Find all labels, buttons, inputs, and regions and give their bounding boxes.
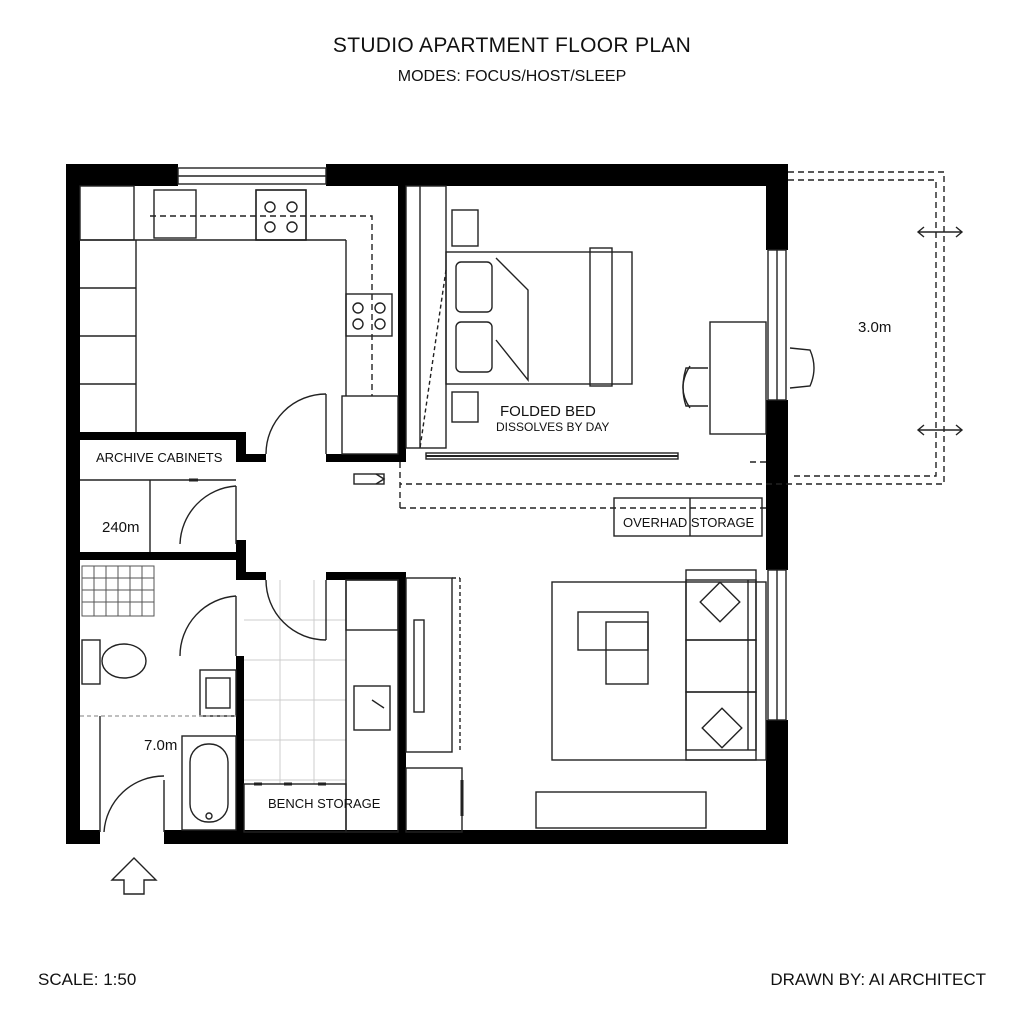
label-dimension-240: 240m [102, 519, 140, 536]
exterior-walls [66, 164, 788, 844]
label-bench-storage: BENCH STORAGE [268, 796, 381, 811]
utility-counter [345, 579, 399, 833]
label-dimension-7: 7.0m [144, 737, 177, 754]
nightstand-top [451, 209, 479, 247]
scale-label: SCALE: 1:50 [38, 970, 137, 989]
plan-title: STUDIO APARTMENT FLOOR PLAN [332, 34, 692, 57]
label-archive-cabinets: ARCHIVE CABINETS [96, 450, 223, 465]
label-dimension-3: 3.0m [858, 319, 891, 336]
nightstand-bottom [451, 391, 479, 423]
entry-door [103, 775, 165, 833]
corridor-door [179, 485, 237, 545]
dimension-arrow-top [916, 226, 964, 238]
entry-arrow-icon [110, 857, 158, 895]
folded-bed [445, 247, 633, 387]
desk [709, 321, 767, 435]
wall-bed-cabinet [405, 185, 447, 449]
sofa [685, 569, 757, 761]
overhead-storage-box [613, 497, 763, 537]
bathtub [181, 735, 237, 831]
plan-subtitle: MODES: FOCUS/HOST/SLEEP [397, 68, 627, 85]
bench-storage [243, 782, 347, 833]
interior-walls [80, 186, 406, 832]
kitchen-door [265, 393, 327, 455]
service-door [265, 579, 327, 641]
sliding-partition [405, 577, 464, 833]
archive-cabinets [80, 478, 236, 552]
balcony-outline [399, 171, 945, 509]
tv-console [535, 791, 707, 829]
label-folded-bed: FOLDED BED [500, 403, 596, 420]
top-window [177, 167, 327, 185]
desk-chair-right [789, 347, 815, 389]
coffee-table [577, 611, 649, 685]
label-overhead-storage: OVERHAD STORAGE [623, 515, 755, 530]
bathroom-sink [199, 669, 237, 717]
dimension-arrow-bottom [916, 424, 964, 436]
label-dissolves: DISSOLVES BY DAY [496, 420, 609, 434]
toilet [81, 639, 147, 685]
kitchen-counters [79, 185, 399, 455]
floor-tiles [244, 580, 346, 784]
kitchen-dashed-line [150, 215, 373, 396]
bathroom-door [179, 595, 237, 657]
slide-arrow [353, 473, 386, 485]
desk-chair-left [682, 365, 708, 409]
living-rug [551, 581, 767, 761]
right-window-lower [767, 569, 787, 721]
shower-tiles [81, 565, 155, 617]
drawn-by-label: DRAWN BY: AI ARCHITECT [770, 970, 986, 989]
right-window-upper [767, 249, 787, 401]
